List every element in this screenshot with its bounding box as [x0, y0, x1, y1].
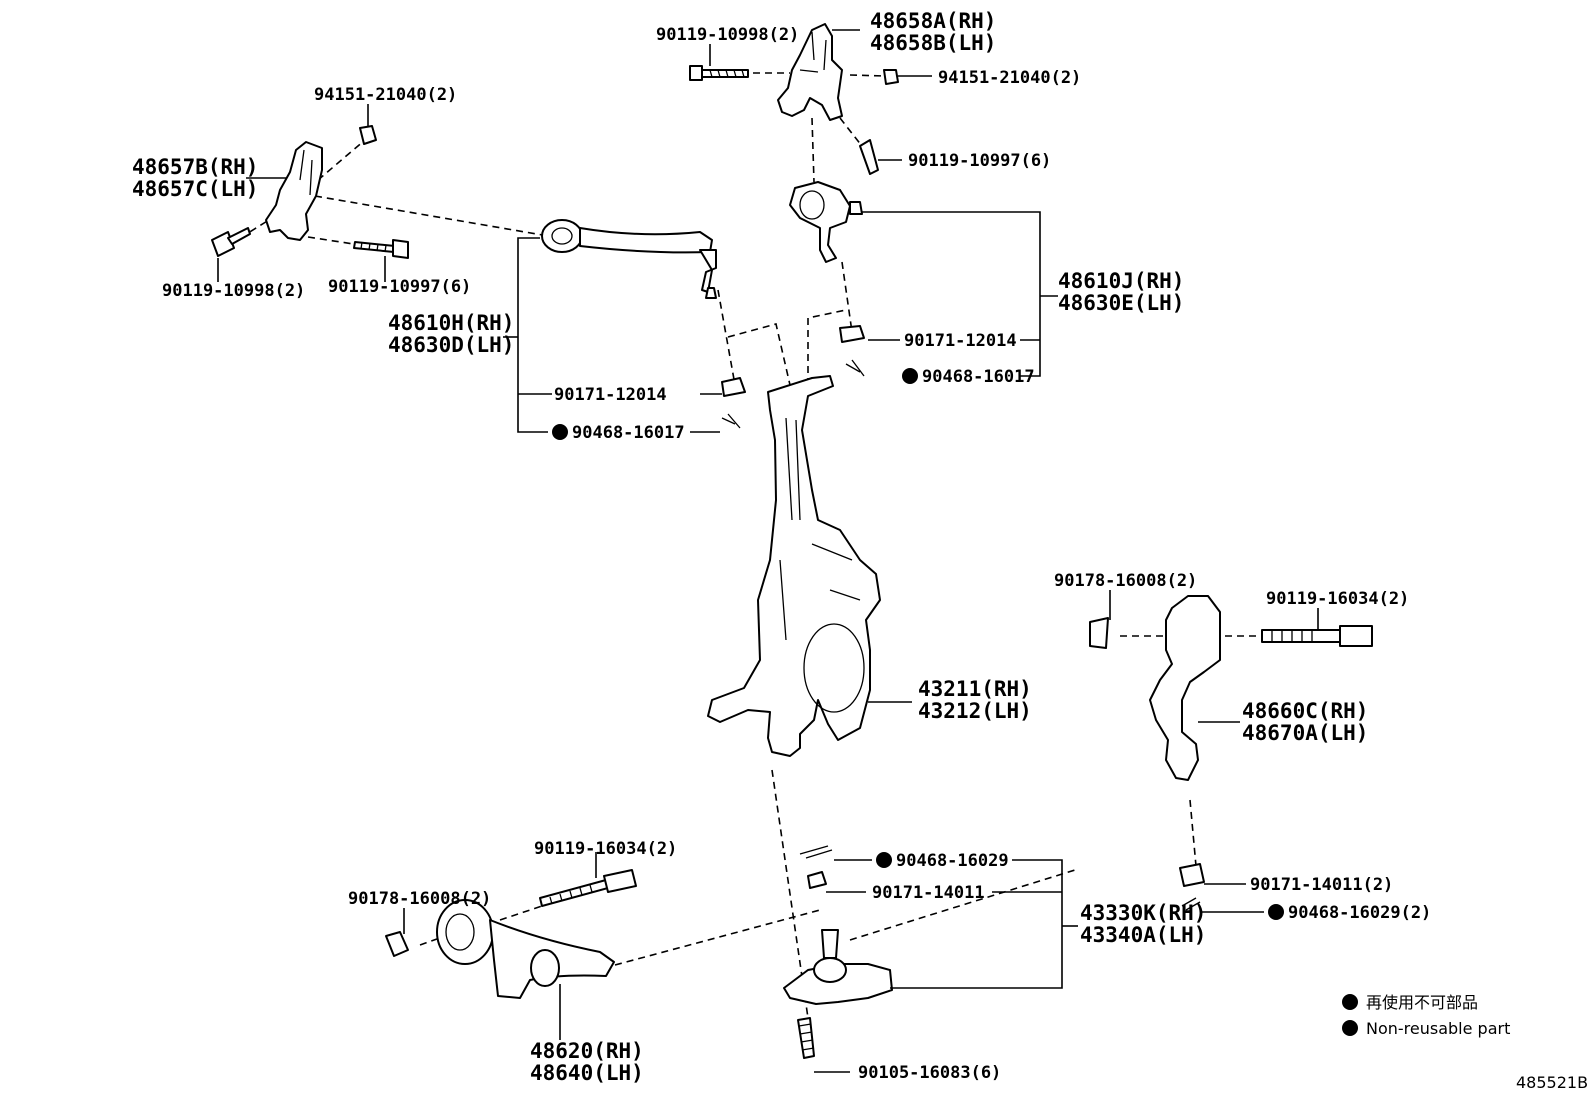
- label-48630e: 48630E(LH): [1058, 291, 1184, 315]
- legend-english: Non-reusable part: [1366, 1019, 1510, 1038]
- legend-bullet-en: [1342, 1020, 1358, 1036]
- lower-arm-48660c-drawing: [1089, 595, 1373, 911]
- legend: 再使用不可部品 Non-reusable part: [1342, 993, 1510, 1038]
- bullet-90468-16029: [876, 852, 892, 868]
- ball-joint-drawing: [783, 845, 893, 1059]
- bracket-48657-drawing: [211, 125, 409, 259]
- label-90468-16029-2: 90468-16029(2): [1288, 903, 1431, 923]
- label-90105-16083: 90105-16083(6): [858, 1063, 1001, 1083]
- label-43211: 43211(RH): [918, 677, 1032, 701]
- part-labels: 48658A(RH) 48658B(LH) 90119-10998(2) 941…: [132, 9, 1431, 1085]
- label-48620: 48620(RH): [530, 1039, 644, 1063]
- label-43330k: 43330K(RH): [1080, 901, 1206, 925]
- label-48670a: 48670A(LH): [1242, 721, 1368, 745]
- label-48657c: 48657C(LH): [132, 177, 258, 201]
- label-94151-21040-top: 94151-21040(2): [938, 68, 1081, 88]
- label-48660c: 48660C(RH): [1242, 699, 1368, 723]
- leader-lines: [217, 29, 1319, 1073]
- assembly-dashed-lines: [239, 72, 1262, 1019]
- label-90171-14011: 90171-14011: [872, 883, 985, 903]
- label-90119-16034-right: 90119-16034(2): [1266, 589, 1409, 609]
- label-90119-16034-left: 90119-16034(2): [534, 839, 677, 859]
- label-94151-21040-left: 94151-21040(2): [314, 85, 457, 105]
- label-90178-16008-left: 90178-16008(2): [348, 889, 491, 909]
- label-48610h: 48610H(RH): [388, 311, 514, 335]
- label-48658b: 48658B(LH): [870, 31, 996, 55]
- label-90178-16008-right: 90178-16008(2): [1054, 571, 1197, 591]
- label-43212: 43212(LH): [918, 699, 1032, 723]
- label-90171-14011-2: 90171-14011(2): [1250, 875, 1393, 895]
- bullet-90468-16029-2: [1268, 904, 1284, 920]
- label-48610j: 48610J(RH): [1058, 269, 1184, 293]
- label-90119-10998-top: 90119-10998(2): [656, 25, 799, 45]
- bullet-90468-16017-left: [552, 424, 568, 440]
- label-90171-12014-right: 90171-12014: [904, 331, 1017, 351]
- upper-arm-48610h-drawing: [541, 219, 746, 429]
- legend-bullet-jp: [1342, 994, 1358, 1010]
- label-48630d: 48630D(LH): [388, 333, 514, 357]
- label-90119-10997-top: 90119-10997(6): [908, 151, 1051, 171]
- upper-arm-48610j-drawing: [789, 181, 865, 377]
- non-reusable-markers: [552, 368, 1284, 920]
- label-90119-10997-left: 90119-10997(6): [328, 277, 471, 297]
- label-90468-16017-left: 90468-16017: [572, 423, 685, 443]
- label-90171-12014-left: 90171-12014: [554, 385, 667, 405]
- legend-japanese: 再使用不可部品: [1366, 993, 1478, 1012]
- lower-arm-48620-drawing: [385, 869, 637, 999]
- label-90119-10998-left: 90119-10998(2): [162, 281, 305, 301]
- label-90468-16029: 90468-16029: [896, 851, 1009, 871]
- steering-knuckle-drawing: [707, 375, 881, 757]
- label-90468-16017-right: 90468-16017: [922, 367, 1035, 387]
- label-48640: 48640(LH): [530, 1061, 644, 1085]
- bullet-90468-16017-right: [902, 368, 918, 384]
- label-48657b: 48657B(RH): [132, 155, 258, 179]
- label-43340a: 43340A(LH): [1080, 923, 1206, 947]
- label-48658a: 48658A(RH): [870, 9, 996, 33]
- bracket-48658-drawing: [689, 23, 899, 175]
- figure-id: 485521B: [1516, 1073, 1588, 1092]
